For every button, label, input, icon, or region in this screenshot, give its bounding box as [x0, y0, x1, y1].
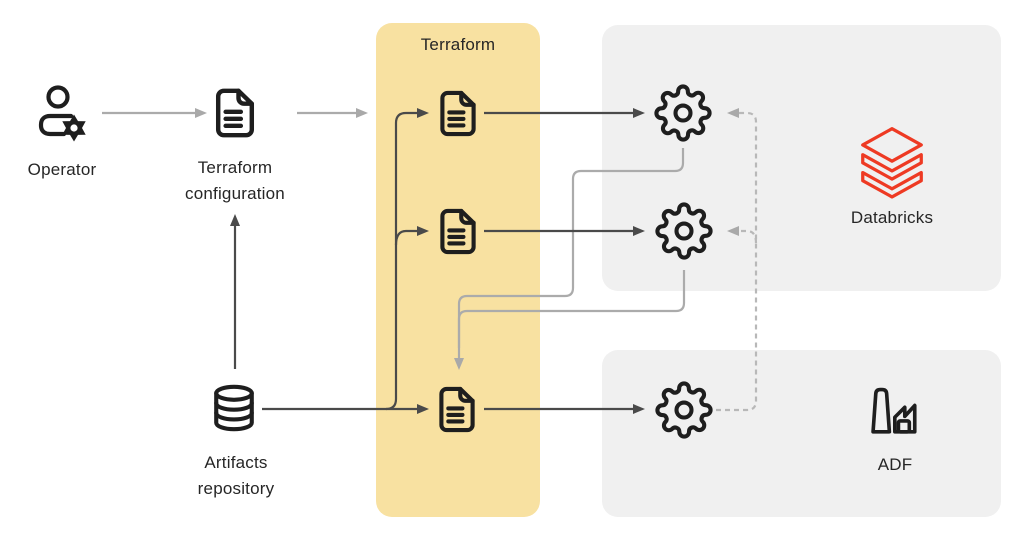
- edge-gear2-to-doc3: [457, 270, 686, 348]
- document-icon: [440, 90, 476, 137]
- edge-gear1-to-doc3: [454, 148, 685, 370]
- operator-label: Operator: [27, 160, 97, 179]
- databricks-label: Databricks: [850, 208, 934, 227]
- terraform-group-title: Terraform: [420, 35, 496, 54]
- gear-icon: [655, 381, 713, 439]
- edge-adf-gear-to-gear1-dashed: [716, 108, 758, 412]
- edge-artifacts-to-doc1: [385, 108, 429, 411]
- terraform-group: [376, 23, 540, 517]
- terraform-configuration-label-line2: configuration: [185, 184, 285, 203]
- factory-icon: [871, 387, 917, 434]
- gear-icon: [654, 84, 712, 142]
- document-icon: [215, 88, 255, 138]
- databricks-group: [602, 25, 1001, 291]
- artifacts-repository-label-line1: Artifacts: [204, 453, 268, 472]
- adf-label: ADF: [877, 455, 913, 474]
- database-icon: [214, 384, 254, 432]
- document-icon: [440, 208, 476, 255]
- artifacts-repository-label-line2: repository: [197, 479, 275, 498]
- databricks-logo-icon: [861, 127, 923, 199]
- edge-adf-gear-to-gear2-dashed: [727, 226, 758, 244]
- adf-group: [602, 350, 1001, 517]
- edge-artifacts-to-doc2: [394, 226, 429, 246]
- terraform-configuration-label-line1: Terraform: [197, 158, 273, 177]
- document-icon: [439, 386, 475, 433]
- operator-icon: [38, 85, 86, 142]
- gear-icon: [655, 202, 713, 260]
